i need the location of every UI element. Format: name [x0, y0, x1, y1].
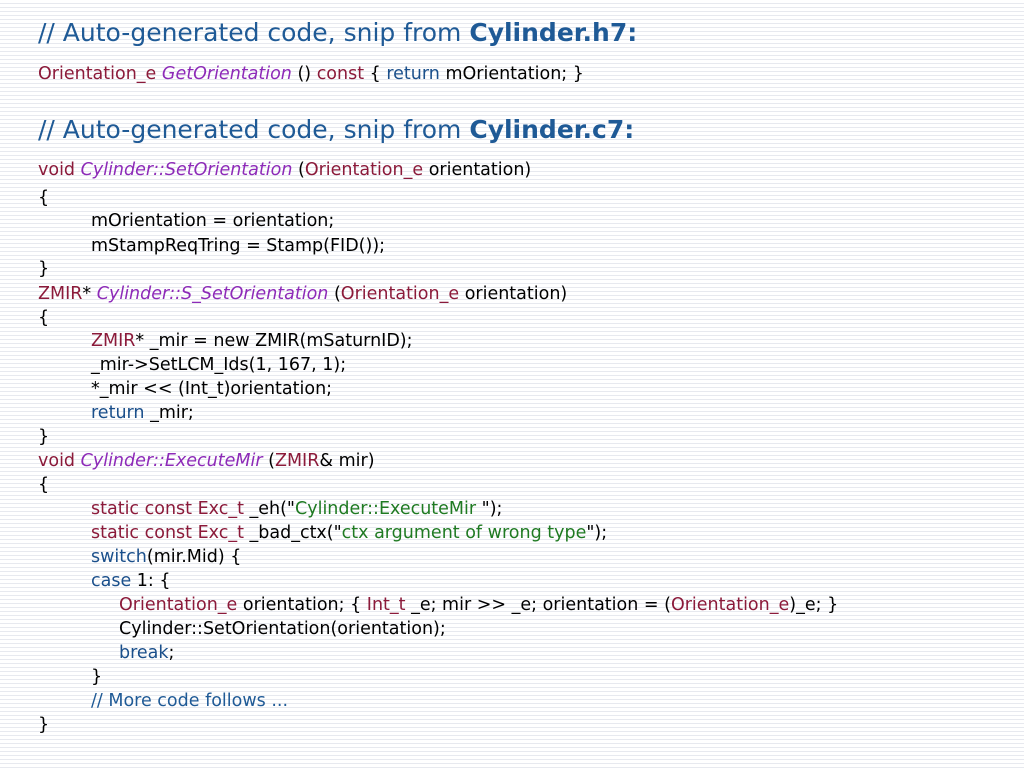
code-token: }: [38, 259, 50, 279]
code-token: Cylinder::ExecuteMir: [295, 499, 482, 519]
code-token: _e; mir >> _e; orientation = (: [405, 595, 671, 615]
code-token: (: [292, 160, 305, 180]
code-token: ZMIR: [91, 331, 136, 351]
code-token: ");: [481, 499, 503, 519]
code-token: {: [38, 475, 50, 495]
code-line: static const Exc_t _bad_ctx("ctx argumen…: [91, 522, 607, 544]
code-token: ;: [168, 643, 175, 663]
code-line-getorientation: Orientation_e GetOrientation () const { …: [38, 63, 584, 85]
code-line: Orientation_e orientation; { Int_t _e; m…: [119, 594, 838, 616]
code-line: break;: [119, 642, 174, 664]
code-line: }: [38, 426, 49, 448]
code-token: (: [328, 284, 341, 304]
code-token: return: [386, 64, 440, 84]
code-token: ctx argument of wrong type: [341, 523, 587, 543]
code-line: static const Exc_t _eh("Cylinder::Execut…: [91, 498, 502, 520]
code-line: }: [91, 666, 102, 688]
slide: // Auto-generated code, snip from Cylind…: [38, 0, 1008, 768]
code-token: mStampReqTring = Stamp(FID());: [91, 236, 386, 256]
code-token: mOrientation = orientation;: [91, 211, 335, 231]
code-line: Cylinder::SetOrientation(orientation);: [119, 618, 446, 640]
code-token: Cylinder::SetOrientation: [80, 160, 293, 180]
code-token: (): [291, 64, 317, 84]
code-token: & mir): [319, 451, 375, 471]
code-token: (: [262, 451, 275, 471]
code-token: }: [38, 427, 50, 447]
heading-c7-prefix: // Auto-generated code, snip from: [38, 115, 470, 144]
code-line: void Cylinder::SetOrientation (Orientati…: [38, 159, 531, 181]
code-token: ZMIR: [38, 284, 83, 304]
heading-h7-file: Cylinder.h7:: [469, 18, 638, 47]
code-token: _mir;: [144, 403, 194, 423]
code-token: {: [364, 64, 387, 84]
code-token: Orientation_e: [304, 160, 424, 180]
code-line: }: [38, 258, 49, 280]
code-token: orientation): [423, 160, 532, 180]
code-line: mStampReqTring = Stamp(FID());: [91, 235, 385, 257]
heading-c7-snip: // Auto-generated code, snip from Cylind…: [38, 115, 634, 144]
code-token: static const: [91, 499, 193, 519]
code-token: // More code follows ...: [91, 691, 289, 711]
code-line: ZMIR* Cylinder::S_SetOrientation (Orient…: [38, 283, 567, 305]
code-token: Cylinder::S_SetOrientation: [96, 284, 329, 304]
code-token: Orientation_e: [38, 64, 157, 84]
code-line: _mir->SetLCM_Ids(1, 167, 1);: [91, 354, 346, 376]
code-token: (mir.Mid) {: [146, 547, 242, 567]
code-token: return: [91, 403, 145, 423]
code-line: ZMIR* _mir = new ZMIR(mSaturnID);: [91, 330, 413, 352]
code-token: {: [38, 308, 50, 328]
code-token: Exc_t: [197, 499, 244, 519]
code-token: const: [316, 64, 365, 84]
code-token: Orientation_e: [340, 284, 460, 304]
code-line: return _mir;: [91, 402, 194, 424]
code-token: _bad_ctx(": [243, 523, 342, 543]
code-token: _eh(": [243, 499, 296, 519]
code-token: case: [91, 571, 132, 591]
code-token: ZMIR: [274, 451, 320, 471]
code-token: orientation): [459, 284, 568, 304]
code-token: Orientation_e: [119, 595, 238, 615]
code-token: }: [91, 667, 103, 687]
code-token: Int_t: [366, 595, 406, 615]
code-line: case 1: {: [91, 570, 171, 592]
code-line: {: [38, 307, 49, 329]
code-line: {: [38, 187, 49, 209]
code-token: {: [38, 188, 50, 208]
code-token: static const: [91, 523, 193, 543]
code-token: * _mir = new ZMIR(mSaturnID);: [135, 331, 413, 351]
code-token: Cylinder::SetOrientation(orientation);: [119, 619, 446, 639]
code-token: ");: [586, 523, 608, 543]
code-line: *_mir << (Int_t)orientation;: [91, 378, 332, 400]
code-token: *_mir << (Int_t)orientation;: [91, 379, 333, 399]
heading-c7-file: Cylinder.c7:: [469, 115, 635, 144]
code-token: _mir->SetLCM_Ids(1, 167, 1);: [91, 355, 347, 375]
code-token: Orientation_e: [670, 595, 790, 615]
code-token: }: [38, 715, 50, 735]
code-token: mOrientation; }: [439, 64, 584, 84]
code-token: )_e; }: [789, 595, 839, 615]
code-token: break: [119, 643, 169, 663]
code-line: switch(mir.Mid) {: [91, 546, 241, 568]
code-token: void: [38, 160, 76, 180]
code-line: {: [38, 474, 49, 496]
code-token: 1: {: [131, 571, 171, 591]
code-line: }: [38, 714, 49, 736]
code-token: void: [38, 451, 76, 471]
code-comment: // More code follows ...: [91, 690, 288, 712]
heading-h7-prefix: // Auto-generated code, snip from: [38, 18, 470, 47]
code-token: orientation; {: [237, 595, 367, 615]
code-token: GetOrientation: [161, 64, 292, 84]
code-token: Cylinder::ExecuteMir: [80, 451, 263, 471]
heading-h7-snip: // Auto-generated code, snip from Cylind…: [38, 18, 637, 47]
code-line: mOrientation = orientation;: [91, 210, 334, 232]
code-token: *: [82, 284, 97, 304]
code-line: void Cylinder::ExecuteMir (ZMIR& mir): [38, 450, 375, 472]
code-token: switch: [91, 547, 147, 567]
code-token: Exc_t: [197, 523, 244, 543]
